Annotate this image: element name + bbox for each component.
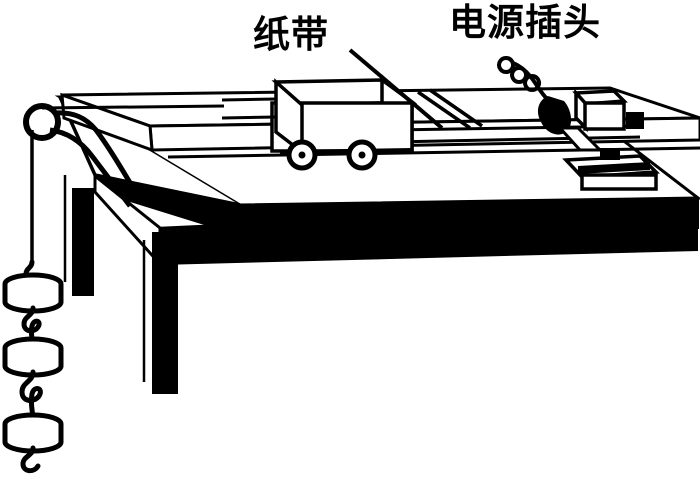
- string-horizontal-run: [41, 104, 225, 110]
- timer-base-knob: [600, 148, 620, 160]
- cart-wheel-rear: [346, 139, 378, 171]
- hanging-weight-stack: [2, 259, 64, 474]
- cart-wheel-front: [286, 139, 318, 171]
- timer-base-shadow: [578, 162, 650, 174]
- cart-attach-line-top: [221, 97, 277, 102]
- s-hook-bottom: [20, 445, 41, 474]
- pulley-assembly: [23, 103, 135, 208]
- connecting-string: [30, 104, 225, 262]
- timer-base-plate-front: [580, 173, 658, 191]
- label-paper-tape: 纸带: [253, 13, 329, 56]
- track-brace-lines: [417, 88, 483, 130]
- paper-tape-lower-line: [391, 135, 641, 144]
- cart-attach-line-bottom: [221, 115, 277, 120]
- table-back-leg: [72, 188, 94, 296]
- spark-timer: [537, 88, 660, 191]
- cord-tail: [511, 61, 550, 102]
- timer-clamp-head: [537, 96, 572, 135]
- timer-terminal-block: [626, 112, 644, 129]
- label-power-plug: 电源插头: [449, 1, 601, 44]
- s-hook-2-3: [19, 369, 43, 423]
- dynamics-cart: [221, 76, 418, 171]
- table-front-leg: [152, 232, 178, 394]
- coiled-power-cord: [497, 56, 550, 102]
- pulley-bracket-inner: [49, 127, 132, 208]
- cord-loop-1: [497, 56, 516, 74]
- pulley-bracket: [55, 110, 135, 188]
- weight-disc-2: [2, 336, 64, 378]
- timer-body-face: [583, 101, 626, 131]
- cord-loop-3: [523, 74, 542, 92]
- leader-line-paper-tape: [348, 48, 444, 130]
- s-hook-1-2: [21, 305, 42, 349]
